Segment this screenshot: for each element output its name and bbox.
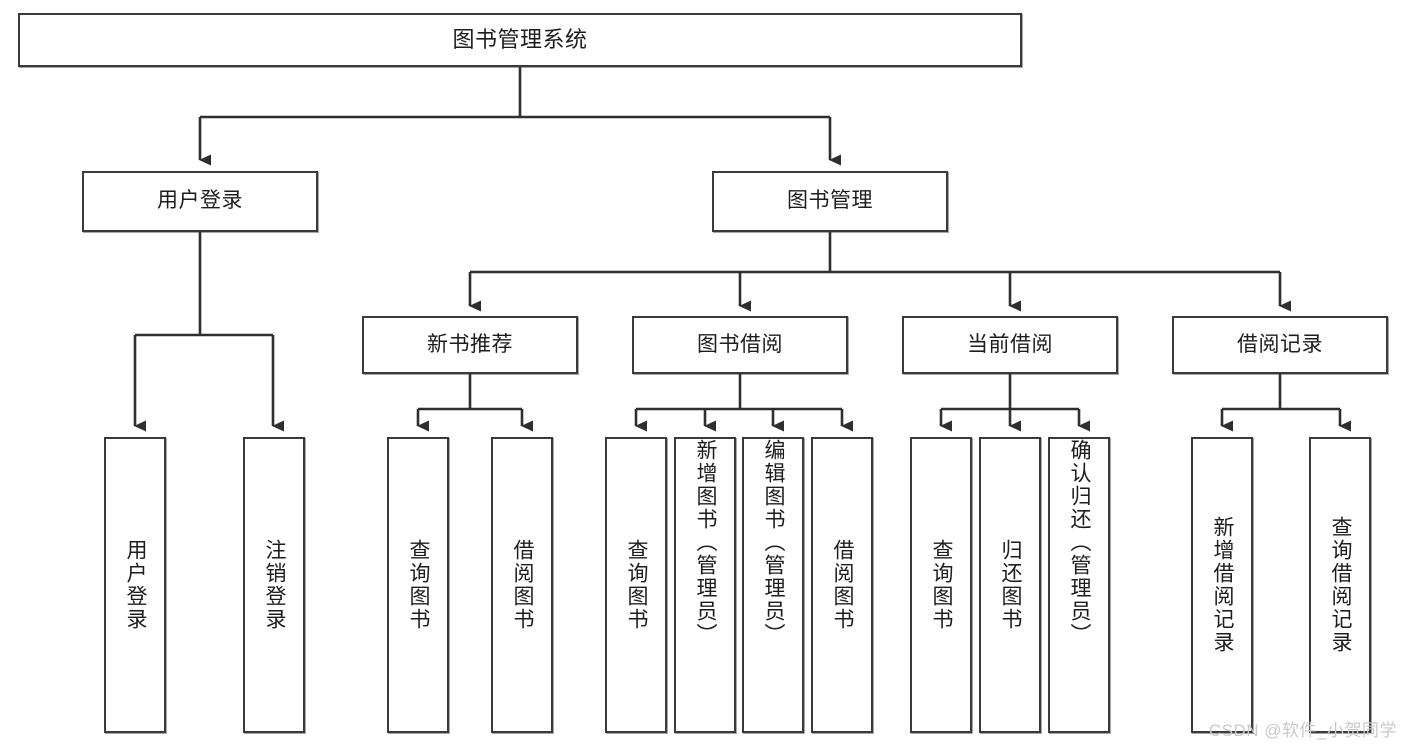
node-leaf-edit-book[interactable]: 编辑图书（管理员） [742,437,804,733]
node-leaf-query-book-3[interactable]: 查询图书 [910,437,972,733]
node-label: 新书推荐 [427,332,513,356]
csdn-watermark: CSDN @软件_小贺同学 [1208,721,1397,740]
node-leaf-logout[interactable]: 注销登录 [243,437,305,733]
node-label: 借阅图书 [831,539,855,631]
node-leaf-confirm-return[interactable]: 确认归还（管理员） [1048,437,1110,733]
node-current-borrow[interactable]: 当前借阅 [902,316,1118,374]
node-label: 注销登录 [263,539,287,631]
node-label: 编辑图书（管理员） [762,439,786,646]
node-leaf-add-book[interactable]: 新增图书（管理员） [674,437,736,733]
node-label: 新增借阅记录 [1211,516,1235,654]
node-label: 查询借阅记录 [1329,516,1353,654]
node-leaf-query-book-2[interactable]: 查询图书 [605,437,667,733]
node-borrow-record[interactable]: 借阅记录 [1172,316,1388,374]
node-label: 图书管理 [787,189,873,213]
node-leaf-borrow-book-1[interactable]: 借阅图书 [491,437,553,733]
node-label: 图书管理系统 [452,27,588,53]
node-leaf-return-book[interactable]: 归还图书 [979,437,1041,733]
node-book-manage[interactable]: 图书管理 [712,171,948,232]
node-new-book-recommend[interactable]: 新书推荐 [362,316,578,374]
node-label: 查询图书 [625,539,649,631]
node-leaf-query-book-1[interactable]: 查询图书 [387,437,449,733]
node-user-login[interactable]: 用户登录 [82,171,318,232]
node-root-book-management-system[interactable]: 图书管理系统 [18,13,1022,67]
node-label: 借阅图书 [511,539,535,631]
node-label: 用户登录 [124,539,148,631]
node-leaf-user-login[interactable]: 用户登录 [104,437,166,733]
node-label: 图书借阅 [697,332,783,356]
node-leaf-add-record[interactable]: 新增借阅记录 [1191,437,1253,733]
node-label: 用户登录 [157,189,243,213]
node-label: 当前借阅 [967,332,1053,356]
node-book-borrow[interactable]: 图书借阅 [632,316,848,374]
node-label: 查询图书 [930,539,954,631]
node-label: 新增图书（管理员） [694,439,718,646]
node-leaf-borrow-book-2[interactable]: 借阅图书 [811,437,873,733]
node-label: 确认归还（管理员） [1068,439,1092,646]
node-label: 借阅记录 [1237,332,1323,356]
node-label: 归还图书 [999,539,1023,631]
node-label: 查询图书 [407,539,431,631]
node-leaf-query-record[interactable]: 查询借阅记录 [1309,437,1371,733]
